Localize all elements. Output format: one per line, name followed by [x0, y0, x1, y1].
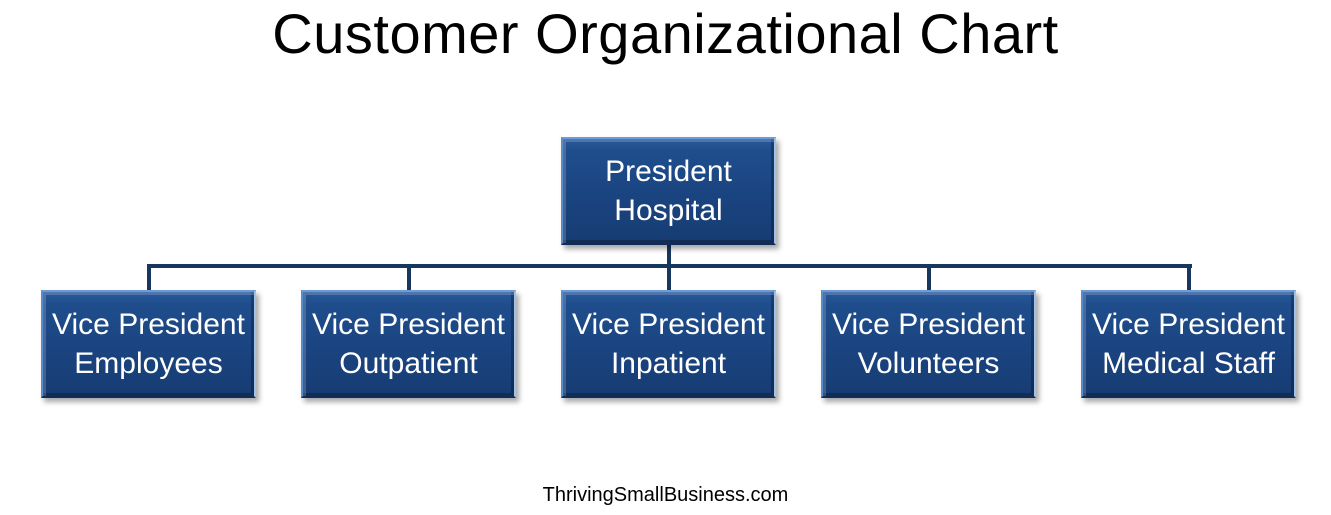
node-subtitle: Inpatient [610, 347, 727, 380]
node-subtitle: Employees [74, 347, 223, 380]
chart-title: Customer Organizational Chart [272, 2, 1059, 65]
node-title: Vice President [52, 308, 245, 341]
node-title: President [605, 155, 732, 188]
connector-root-down [667, 245, 671, 268]
node-subtitle: Volunteers [857, 347, 1000, 380]
org-node-vp-inpatient: Vice President Inpatient [561, 290, 776, 398]
node-subtitle: Outpatient [339, 347, 478, 380]
node-subtitle: Hospital [614, 194, 723, 227]
footer-site-credit: ThrivingSmallBusiness.com [542, 484, 789, 506]
node-subtitle: Medical Staff [1102, 347, 1275, 380]
node-title: Vice President [1092, 308, 1285, 341]
node-title: Vice President [572, 308, 765, 341]
connector-child-3 [667, 264, 671, 291]
org-node-president-hospital: President Hospital [561, 137, 776, 245]
connector-child-1 [147, 264, 151, 291]
org-node-vp-outpatient: Vice President Outpatient [301, 290, 516, 398]
node-title: Vice President [832, 308, 1025, 341]
org-node-vp-medical-staff: Vice President Medical Staff [1081, 290, 1296, 398]
node-title: Vice President [312, 308, 505, 341]
org-node-vp-employees: Vice President Employees [41, 290, 256, 398]
connector-child-2 [407, 264, 411, 291]
connector-child-4 [927, 264, 931, 291]
org-node-vp-volunteers: Vice President Volunteers [821, 290, 1036, 398]
connector-child-5 [1187, 264, 1191, 291]
